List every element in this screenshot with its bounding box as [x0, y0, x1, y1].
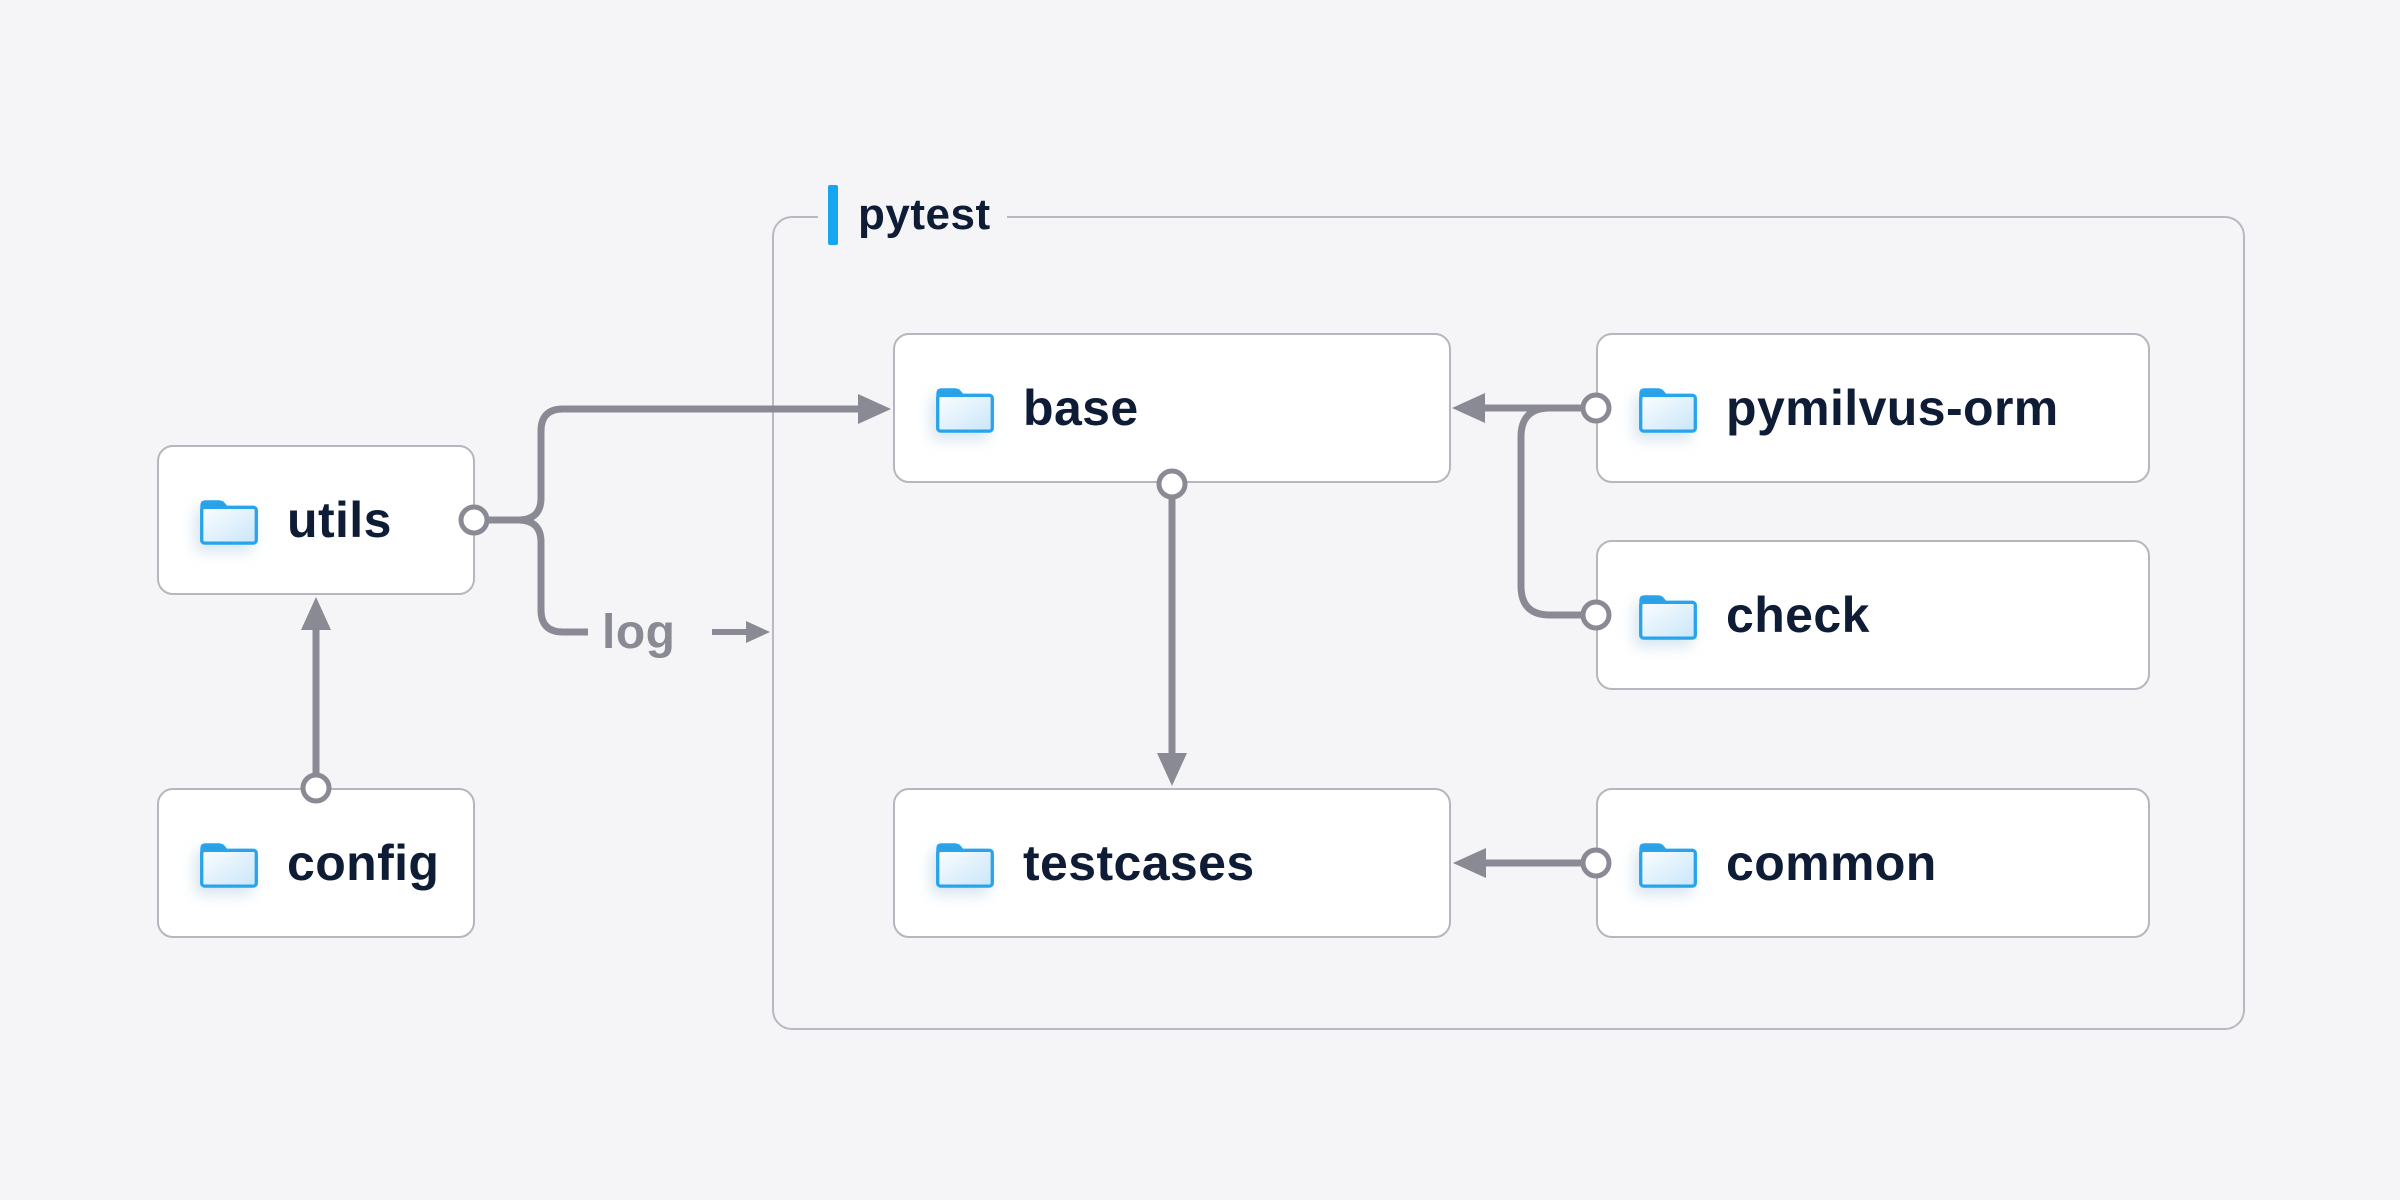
folder-icon	[200, 499, 258, 545]
node-label: check	[1726, 587, 1870, 643]
folder-icon	[1639, 387, 1697, 433]
node-common: common	[1596, 788, 2150, 938]
group-title: pytest	[858, 190, 991, 239]
edge-utils-log	[487, 516, 588, 636]
node-label: pymilvus-orm	[1726, 380, 2059, 436]
node-label: base	[1023, 380, 1139, 436]
folder-icon	[936, 842, 994, 888]
accent-bar	[828, 185, 838, 245]
node-label: utils	[287, 492, 392, 548]
node-config: config	[157, 788, 475, 938]
node-pymilvus-orm: pymilvus-orm	[1596, 333, 2150, 483]
group-pytest-container	[772, 216, 2245, 1030]
node-check: check	[1596, 540, 2150, 690]
folder-icon	[936, 387, 994, 433]
group-pytest-label: pytest	[818, 183, 1007, 247]
node-utils: utils	[157, 445, 475, 595]
node-testcases: testcases	[893, 788, 1451, 938]
edge-label-log: log	[602, 605, 676, 659]
node-label: testcases	[1023, 835, 1255, 891]
node-label: common	[1726, 835, 1937, 891]
folder-icon	[1639, 594, 1697, 640]
folder-icon	[1639, 842, 1697, 888]
node-label: config	[287, 835, 440, 891]
arrowhead-into-utils-bottom	[301, 597, 331, 630]
arrowhead-log	[746, 621, 770, 643]
folder-icon	[200, 842, 258, 888]
node-base: base	[893, 333, 1451, 483]
